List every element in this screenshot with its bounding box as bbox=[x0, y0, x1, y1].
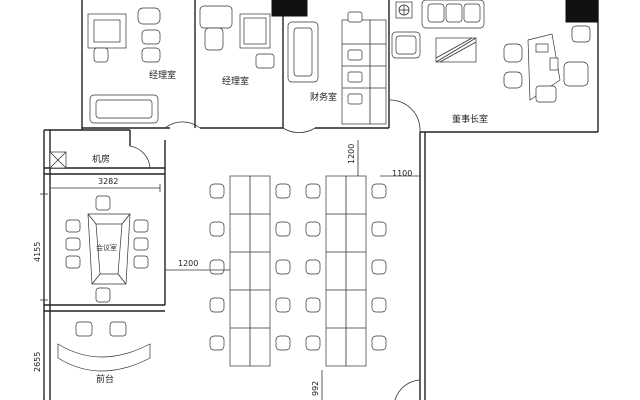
doors bbox=[129, 99, 421, 400]
label-machine-room: 机房 bbox=[92, 153, 110, 165]
meeting-room bbox=[65, 195, 149, 303]
dim-right-gap: 1100 bbox=[392, 169, 412, 178]
label-meeting-room: 会议室 bbox=[96, 243, 117, 252]
dimension-lines bbox=[40, 140, 420, 400]
finance-room bbox=[282, 0, 387, 125]
manager-office-2 bbox=[199, 0, 284, 69]
manager-office-1 bbox=[87, 7, 161, 124]
walls bbox=[43, 0, 599, 400]
dim-corridor-width: 1200 bbox=[178, 259, 198, 268]
dim-meeting-height: 4155 bbox=[33, 242, 42, 262]
dim-reception-height: 2655 bbox=[33, 352, 42, 372]
dim-meeting-width: 3282 bbox=[98, 177, 118, 186]
workstations-right bbox=[305, 175, 387, 367]
chairman-office bbox=[391, 0, 599, 103]
label-chairman-office: 董事长室 bbox=[452, 113, 488, 125]
workstations-left bbox=[209, 175, 291, 367]
label-manager-office-2: 经理室 bbox=[222, 75, 249, 87]
dim-corridor-vertical: 1200 bbox=[347, 144, 356, 164]
dim-bottom: 992 bbox=[311, 381, 320, 396]
label-manager-office-1: 经理室 bbox=[149, 69, 176, 81]
label-finance-room: 财务室 bbox=[310, 91, 337, 103]
machine-room bbox=[49, 151, 67, 169]
reception bbox=[57, 321, 151, 372]
label-reception: 前台 bbox=[96, 373, 114, 385]
